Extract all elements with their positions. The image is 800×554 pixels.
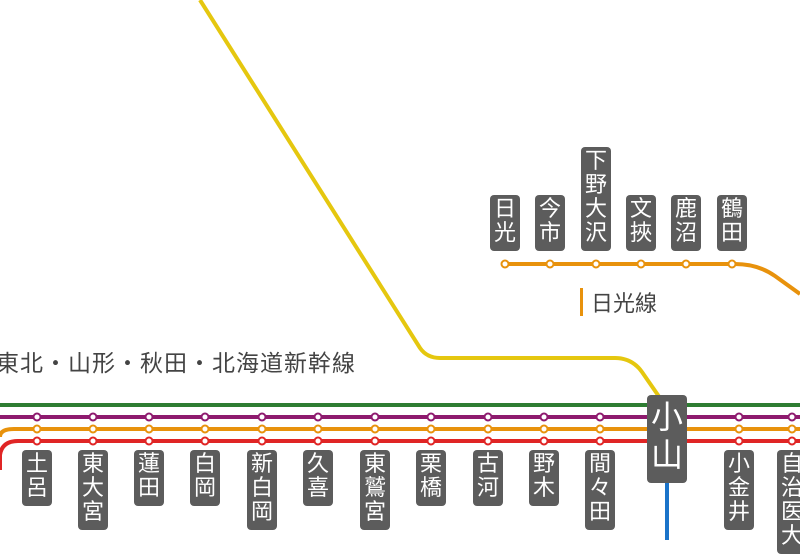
stop-main-5-orange_line <box>313 424 323 434</box>
line-label-main: 東北・山形・秋田・北海道新幹線 <box>0 351 356 377</box>
stop-main-5-red_line <box>313 436 323 446</box>
stop-nikko-3 <box>636 259 646 269</box>
stop-main-3-orange_line <box>200 424 210 434</box>
station-nikko-2[interactable]: 下野大沢 <box>581 147 611 251</box>
stop-main-4-red_line <box>257 436 267 446</box>
stop-nikko-1 <box>545 259 555 269</box>
stop-main-0-red_line <box>32 436 42 446</box>
stop-main-5-purple_line <box>313 412 323 422</box>
stop-right-1-orange_line <box>787 424 797 434</box>
route-map <box>0 0 800 540</box>
station-main-1[interactable]: 東大宮 <box>78 450 108 530</box>
stop-main-6-purple_line <box>370 412 380 422</box>
stop-nikko-2 <box>591 259 601 269</box>
station-nikko-1[interactable]: 今市 <box>535 195 565 251</box>
stop-right-0-red_line <box>734 436 744 446</box>
stop-nikko-5 <box>727 259 737 269</box>
line-label-nikko: 日光線 <box>580 286 657 318</box>
stop-main-6-red_line <box>370 436 380 446</box>
stop-nikko-4 <box>681 259 691 269</box>
stop-main-2-red_line <box>144 436 154 446</box>
stop-nikko-0 <box>500 259 510 269</box>
stop-main-9-purple_line <box>539 412 549 422</box>
nikko-line-legend-bar <box>580 288 583 316</box>
station-nikko-4[interactable]: 鹿沼 <box>671 195 701 251</box>
stop-main-0-orange_line <box>32 424 42 434</box>
stop-right-1-purple_line <box>787 412 797 422</box>
stop-main-9-orange_line <box>539 424 549 434</box>
stop-main-8-orange_line <box>483 424 493 434</box>
stop-right-1-red_line <box>787 436 797 446</box>
orange-line <box>0 427 800 438</box>
stop-main-4-purple_line <box>257 412 267 422</box>
red-line <box>0 439 800 470</box>
stop-main-10-purple_line <box>595 412 605 422</box>
stop-main-2-purple_line <box>144 412 154 422</box>
yellow-line <box>198 0 662 400</box>
station-main-5[interactable]: 久喜 <box>303 450 333 506</box>
station-main-3[interactable]: 白岡 <box>190 450 220 506</box>
station-right-0[interactable]: 小金井 <box>724 450 754 530</box>
stop-main-10-orange_line <box>595 424 605 434</box>
stop-main-1-purple_line <box>88 412 98 422</box>
stop-main-4-orange_line <box>257 424 267 434</box>
stop-main-0-purple_line <box>32 412 42 422</box>
station-main-4[interactable]: 新白岡 <box>247 450 277 530</box>
stop-main-8-red_line <box>483 436 493 446</box>
station-main-7[interactable]: 栗橋 <box>416 450 446 506</box>
station-main-6[interactable]: 東鷲宮 <box>360 450 390 530</box>
station-nikko-5[interactable]: 鶴田 <box>717 195 747 251</box>
stop-main-1-red_line <box>88 436 98 446</box>
stop-main-10-red_line <box>595 436 605 446</box>
stop-main-8-purple_line <box>483 412 493 422</box>
station-main-10[interactable]: 間々田 <box>585 450 615 530</box>
station-right-1[interactable]: 自治医大 <box>777 450 800 554</box>
station-nikko-0[interactable]: 日光 <box>490 195 520 251</box>
nikko-line-label-text: 日光線 <box>591 292 658 317</box>
stop-right-0-orange_line <box>734 424 744 434</box>
station-nikko-3[interactable]: 文挾 <box>626 195 656 251</box>
stop-main-1-orange_line <box>88 424 98 434</box>
station-main-9[interactable]: 野木 <box>529 450 559 506</box>
stop-main-9-red_line <box>539 436 549 446</box>
stop-main-6-orange_line <box>370 424 380 434</box>
station-hub-oyama[interactable]: 小山 <box>647 395 687 483</box>
station-main-0[interactable]: 土呂 <box>22 450 52 506</box>
stop-right-0-purple_line <box>734 412 744 422</box>
stop-main-7-red_line <box>426 436 436 446</box>
stop-main-7-purple_line <box>426 412 436 422</box>
station-main-2[interactable]: 蓮田 <box>134 450 164 506</box>
stop-main-7-orange_line <box>426 424 436 434</box>
stop-main-3-red_line <box>200 436 210 446</box>
stop-main-3-purple_line <box>200 412 210 422</box>
stop-main-2-orange_line <box>144 424 154 434</box>
station-main-8[interactable]: 古河 <box>473 450 503 506</box>
